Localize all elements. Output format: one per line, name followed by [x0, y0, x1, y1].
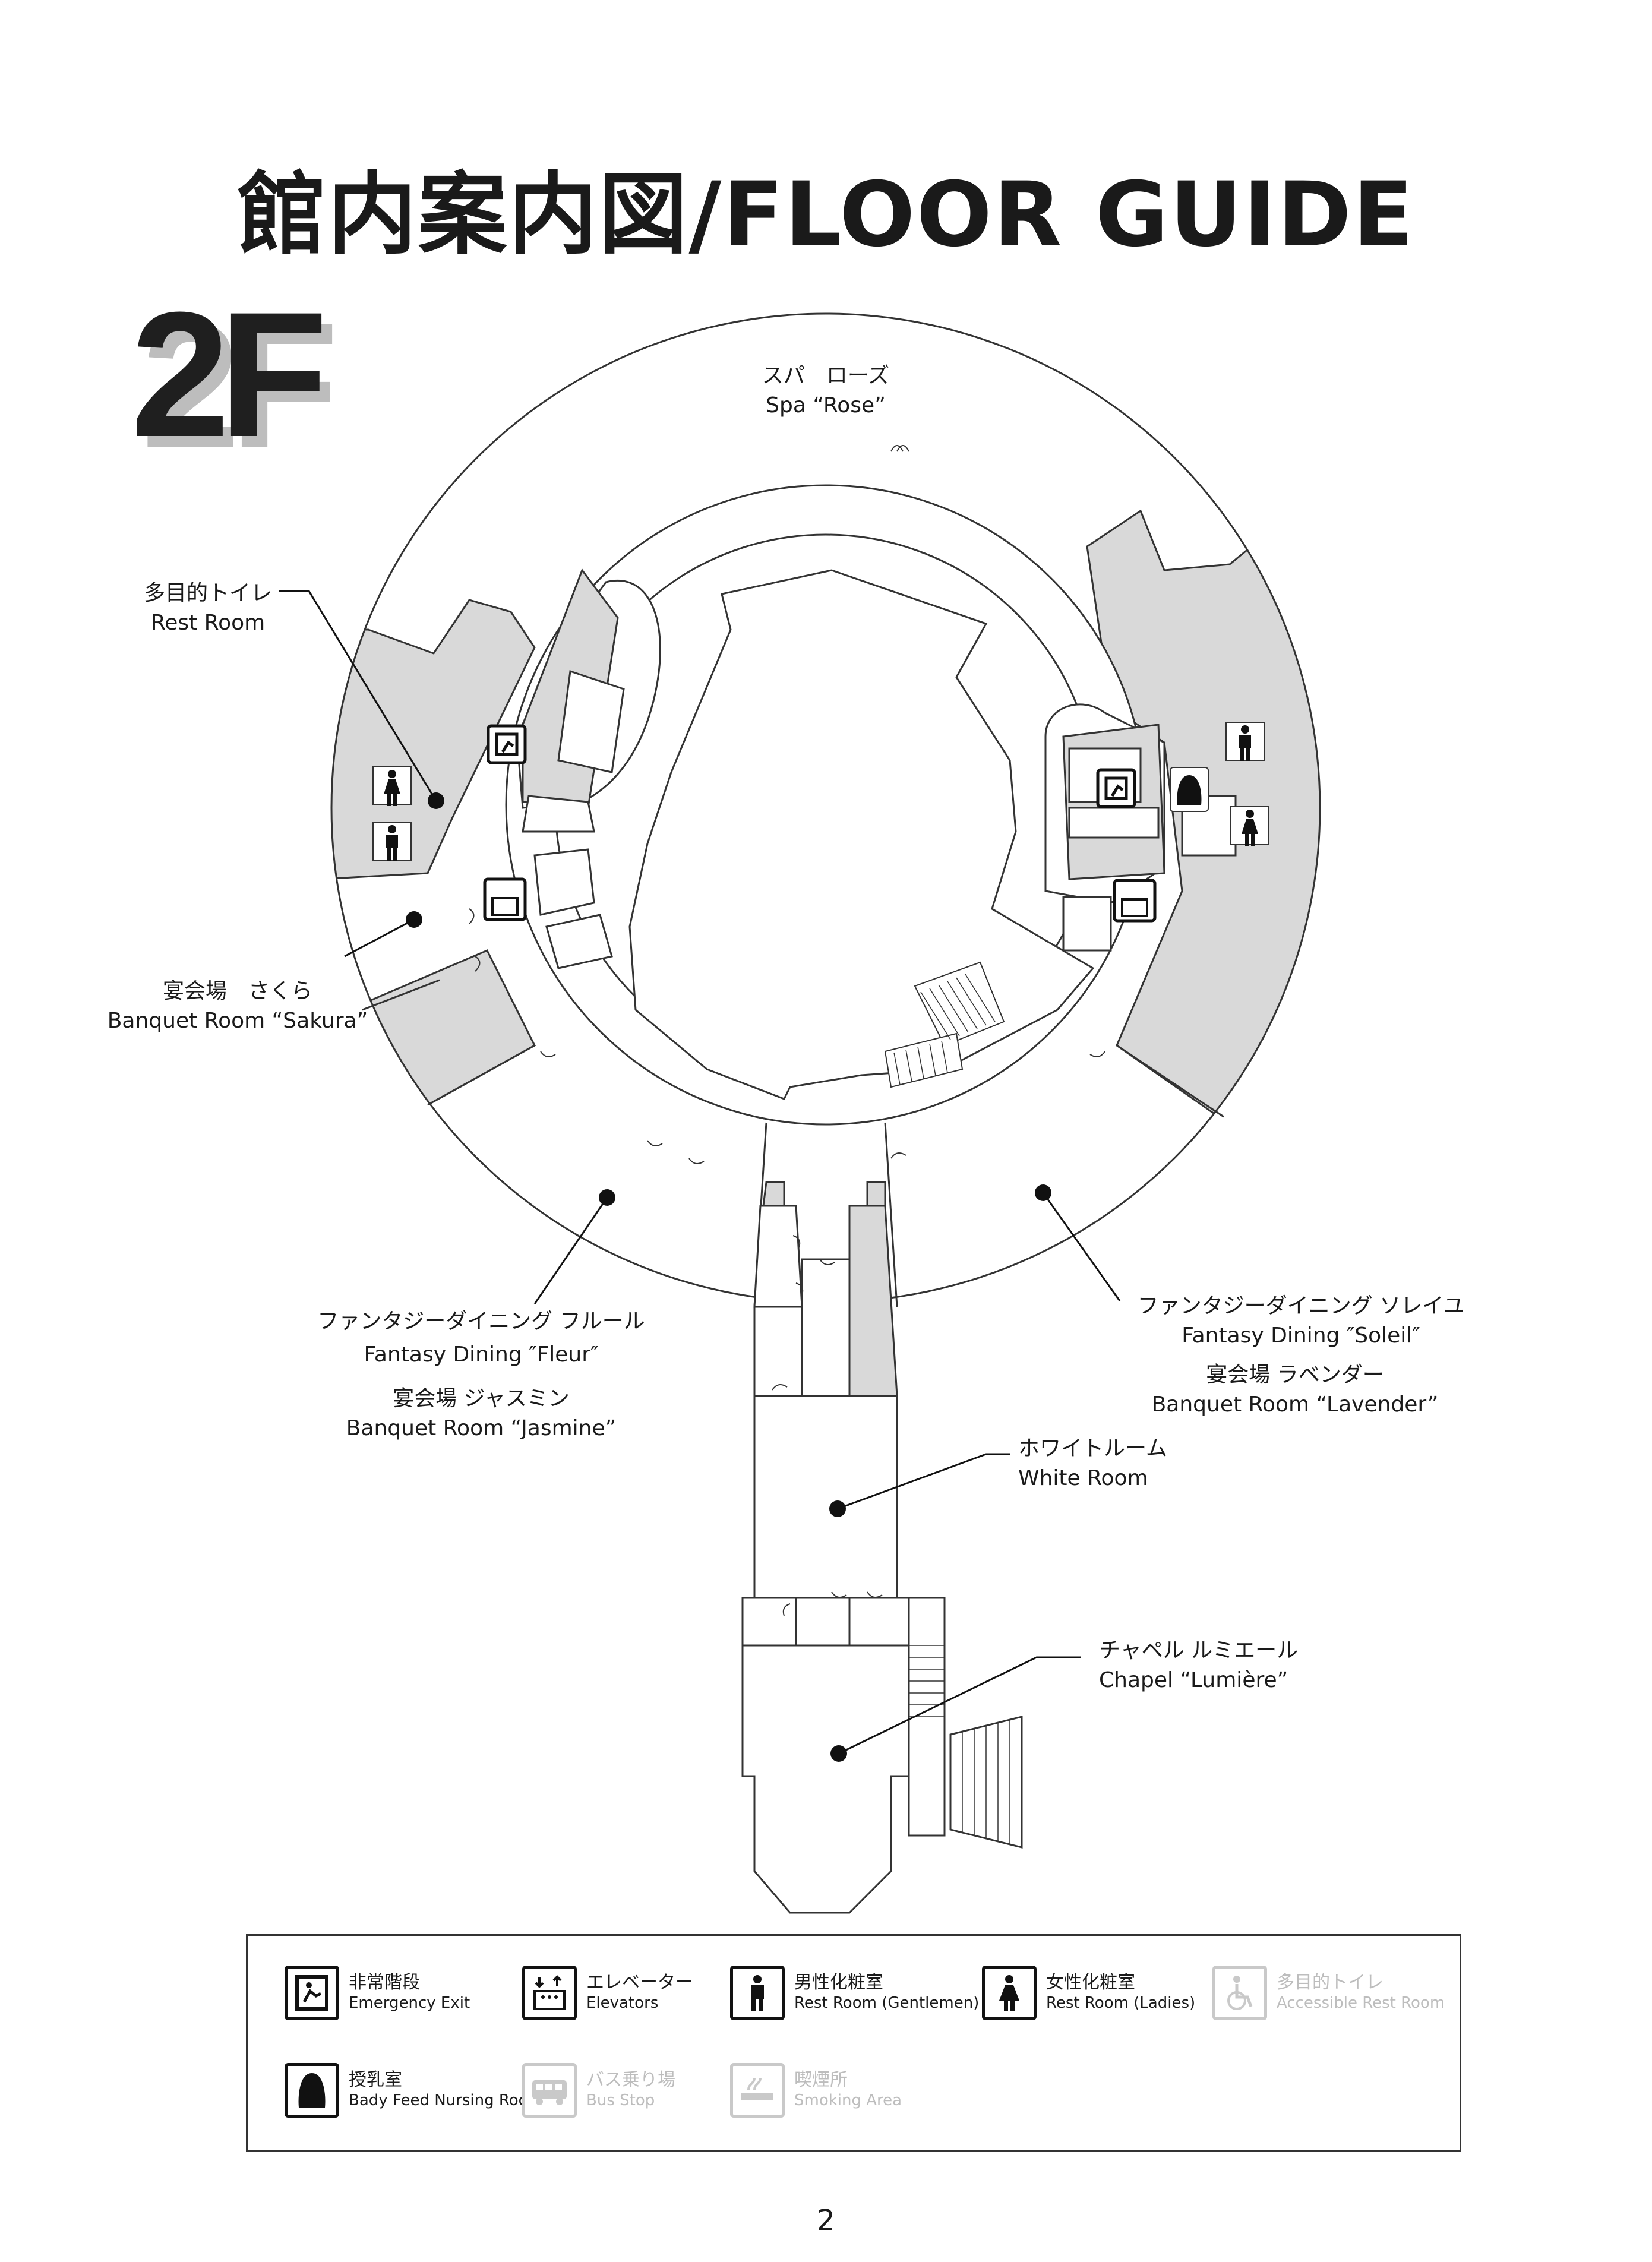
nursing-room-icon: [285, 2063, 339, 2118]
map-mens-restroom-right: [1225, 722, 1265, 761]
page-number: 2: [817, 2204, 835, 2237]
label-chapel: チャペル ルミエール Chapel “Lumière”: [1099, 1636, 1366, 1695]
label-chapel-ja: チャペル ルミエール: [1099, 1638, 1299, 1663]
label-restroom-ja: 多目的トイレ: [143, 581, 272, 605]
page-title: 館内案内図/FLOOR GUIDE: [237, 163, 1415, 267]
legend-bus-stop-en: Bus Stop: [586, 2092, 655, 2109]
label-spa: スパ ローズ Spa “Rose”: [689, 361, 962, 421]
leader-lines: [279, 590, 1121, 1755]
map-emergency-exit-right: [1096, 768, 1136, 808]
floor-number: 2F: [131, 274, 328, 474]
map-nursing-room: [1170, 767, 1209, 812]
label-white-room-ja: ホワイトルーム: [1018, 1436, 1167, 1461]
legend-nursing-room: 授乳室 Bady Feed Nursing Room: [285, 2063, 543, 2118]
legend-nursing-room-ja: 授乳室: [349, 2070, 402, 2090]
map-elevator-left: [483, 877, 527, 921]
legend-elevators-ja: エレベーター: [586, 1972, 693, 1993]
label-jasmine: 宴会場 ジャスミン Banquet Room “Jasmine”: [309, 1384, 653, 1443]
map-ladies-restroom-left: [372, 766, 412, 806]
label-lavender-ja: 宴会場 ラベンダー: [1206, 1363, 1384, 1387]
legend-ladies-restroom-ja: 女性化粧室: [1046, 1972, 1135, 1993]
elevator-icon: [522, 1966, 577, 2020]
legend-emergency-exit-en: Emergency Exit: [349, 1994, 470, 2012]
central-staircase: [884, 961, 1005, 1088]
legend-elevators-en: Elevators: [586, 1994, 659, 2012]
label-sakura-en: Banquet Room “Sakura”: [107, 1009, 368, 1033]
label-soleil-en: Fantasy Dining ″Soleil″: [1182, 1323, 1420, 1348]
corridor-stem: [741, 1181, 1023, 1914]
legend-smoking-area-en: Smoking Area: [794, 2092, 902, 2109]
legend-mens-restroom-en: Rest Room (Gentlemen): [794, 1994, 980, 2012]
label-sakura: 宴会場 さくら Banquet Room “Sakura”: [89, 977, 386, 1036]
label-restroom: 多目的トイレ Rest Room: [119, 579, 297, 638]
legend-ladies-restroom-en: Rest Room (Ladies): [1046, 1994, 1196, 2012]
label-fleur-en: Fantasy Dining ″Fleur″: [364, 1342, 599, 1367]
bus-stop-icon: [522, 2063, 577, 2118]
left-core-block: [516, 568, 661, 969]
label-lavender: 宴会場 ラベンダー Banquet Room “Lavender”: [1117, 1360, 1473, 1420]
legend-bus-stop: バス乗り場 Bus Stop: [522, 2063, 675, 2118]
legend-mens-restroom-ja: 男性化粧室: [794, 1972, 883, 1993]
label-chapel-en: Chapel “Lumière”: [1099, 1668, 1288, 1692]
legend-bus-stop-ja: バス乗り場: [586, 2070, 675, 2090]
mens-restroom-icon: [730, 1966, 785, 2020]
smoking-area-icon: [730, 2063, 785, 2118]
label-white-room: ホワイトルーム White Room: [1018, 1434, 1256, 1493]
shaded-service-areas: [331, 509, 1320, 1130]
emergency-exit-icon: [285, 1966, 339, 2020]
label-fleur-ja: ファンタジーダイニング フルール: [317, 1309, 645, 1334]
door-swings: [469, 445, 1105, 1616]
legend-accessible-restroom-ja: 多目的トイレ: [1277, 1972, 1383, 1993]
label-white-room-en: White Room: [1018, 1466, 1148, 1490]
label-spa-ja: スパ ローズ: [762, 364, 890, 388]
label-restroom-en: Rest Room: [150, 611, 266, 635]
label-soleil: ファンタジーダイニング ソレイユ Fantasy Dining ″Soleil″: [1105, 1291, 1497, 1351]
label-jasmine-ja: 宴会場 ジャスミン: [393, 1386, 570, 1411]
legend-smoking-area: 喫煙所 Smoking Area: [730, 2063, 902, 2118]
ladies-restroom-icon: [982, 1966, 1037, 2020]
label-spa-en: Spa “Rose”: [766, 393, 886, 418]
legend-emergency-exit-ja: 非常階段: [349, 1972, 420, 1993]
accessible-restroom-icon: [1212, 1966, 1267, 2020]
label-fleur: ファンタジーダイニング フルール Fantasy Dining ″Fleur″: [285, 1307, 677, 1370]
label-lavender-en: Banquet Room “Lavender”: [1151, 1392, 1439, 1417]
map-elevator-right: [1113, 879, 1157, 923]
legend-nursing-room-en: Bady Feed Nursing Room: [349, 2092, 543, 2109]
legend-accessible-restroom-en: Accessible Rest Room: [1277, 1994, 1445, 2012]
label-soleil-ja: ファンタジーダイニング ソレイユ: [1137, 1294, 1465, 1318]
map-mens-restroom-left: [372, 822, 412, 861]
label-jasmine-en: Banquet Room “Jasmine”: [346, 1416, 617, 1440]
label-sakura-ja: 宴会場 さくら: [162, 979, 312, 1003]
legend-smoking-area-ja: 喫煙所: [794, 2070, 848, 2090]
map-ladies-restroom-right: [1230, 806, 1269, 846]
map-emergency-exit-left: [487, 724, 527, 764]
